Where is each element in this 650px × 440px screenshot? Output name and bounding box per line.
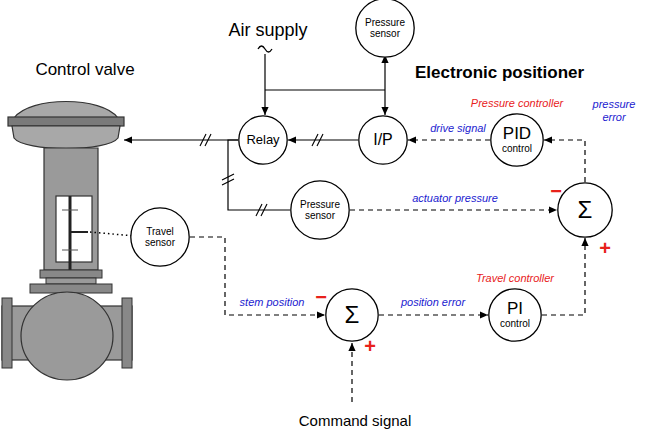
node-label: Travel sensor [137, 226, 183, 249]
node-label: Relay [246, 133, 279, 148]
circle-shape [489, 289, 541, 341]
valve-stem [69, 196, 72, 272]
supply-line [265, 89, 385, 90]
node-body: Σ [345, 302, 360, 328]
region-title: Electronic positioner [415, 63, 584, 83]
connector [544, 140, 585, 182]
node-label: Pressure sensor [297, 199, 343, 222]
circle-shape [491, 114, 543, 166]
sensor-circle: Travel sensor [130, 207, 190, 267]
sign-label: + [599, 238, 611, 258]
connectors [190, 140, 585, 315]
circle-shape [239, 116, 287, 164]
connector [288, 139, 358, 140]
relay-circle: Relay [238, 115, 288, 165]
actuator-dome [14, 102, 118, 119]
valve-label: Control valve [35, 60, 134, 80]
transducer-circle: I/P [358, 115, 408, 165]
circle-shape [558, 183, 612, 237]
supply-line [264, 54, 265, 115]
positioner-region: Electronic positionerPressure sensorRela… [128, 0, 650, 365]
label-wrap: − [550, 181, 562, 201]
actuator-flange [8, 117, 124, 126]
node-label: I/P [373, 131, 393, 149]
controller-circle: Travel controllerPIcontrol [488, 288, 542, 342]
label-wrap: + [364, 336, 376, 356]
travel-linkage [90, 232, 135, 236]
heading-wrap: Pressure controller [471, 97, 563, 110]
node-label: Pressure sensor [362, 17, 408, 40]
edge-label-wrap: drive signal [430, 122, 486, 135]
node-body: Pressure sensor [297, 199, 343, 222]
heading-wrap: Travel controller [476, 272, 554, 285]
label-wrap: − [315, 287, 327, 307]
label-wrap: + [599, 238, 611, 258]
node-label: control [500, 318, 530, 330]
node-label: PI [507, 300, 523, 318]
controller-circle: Pressure controllerPIDcontrol [490, 113, 544, 167]
sensor-circle: Pressure sensor [355, 0, 415, 58]
node-label: Σ [578, 197, 593, 223]
connector [350, 209, 557, 210]
supply-symbol [258, 46, 272, 52]
node-body: I/P [373, 131, 393, 149]
sign-label: − [315, 287, 327, 307]
sensor-circle: Pressure sensor [290, 180, 350, 240]
signal-label: stem position [240, 296, 305, 309]
travel-indicator [70, 231, 88, 233]
edge-label-wrap: pressure error [588, 98, 640, 123]
circle-shape [356, 0, 414, 57]
bonnet [46, 278, 96, 284]
label-wrap: Command signal [299, 412, 412, 429]
circle-shape [131, 208, 189, 266]
connector [408, 139, 490, 140]
controller-heading: Pressure controller [471, 97, 563, 110]
node-body: PIcontrol [500, 300, 530, 329]
supply-label: Air supply [228, 20, 307, 41]
connector [190, 237, 325, 315]
summing-junction: Σ [325, 288, 379, 342]
controller-heading: Travel controller [476, 272, 554, 285]
node-body: PIDcontrol [502, 125, 532, 154]
pipe-flange [2, 298, 12, 368]
stem-mark [62, 210, 78, 211]
circle-shape [359, 116, 407, 164]
node-label: Σ [345, 302, 360, 328]
stem-mark [62, 250, 78, 251]
connector [379, 314, 488, 315]
sign-label: − [550, 181, 562, 201]
actuator-casing [12, 126, 120, 149]
node-body: Travel sensor [137, 226, 183, 249]
node-body: Relay [246, 133, 279, 148]
signal-label: drive signal [430, 122, 486, 135]
valve-globe [21, 292, 113, 380]
supply-line [384, 90, 385, 115]
edge-label-wrap: actuator pressure [412, 192, 498, 205]
edge-label-wrap: stem position [240, 296, 305, 309]
label-wrap: Air supply [228, 20, 307, 41]
node-label: PID [503, 125, 531, 143]
command-label: Command signal [299, 412, 412, 429]
command-line [351, 343, 352, 402]
circle-shape [291, 181, 349, 239]
signal-label: actuator pressure [412, 192, 498, 205]
node-body: Σ [578, 197, 593, 223]
node-label: control [502, 143, 532, 155]
node-body: Pressure sensor [362, 17, 408, 40]
circle-shape [326, 289, 378, 341]
signal-label: position error [401, 296, 465, 309]
signal-label: pressure error [588, 98, 640, 123]
sign-label: + [364, 336, 376, 356]
pipe-flange [122, 298, 132, 368]
title-wrap: Electronic positioner [415, 63, 584, 83]
pneumatic-line [124, 139, 238, 140]
supply-line [384, 55, 385, 90]
yoke-window [56, 196, 92, 262]
edge-label-wrap: position error [401, 296, 465, 309]
label-wrap: Control valve [35, 60, 134, 80]
bonnet-flange [40, 270, 102, 278]
summing-junction: Σ [557, 182, 613, 238]
